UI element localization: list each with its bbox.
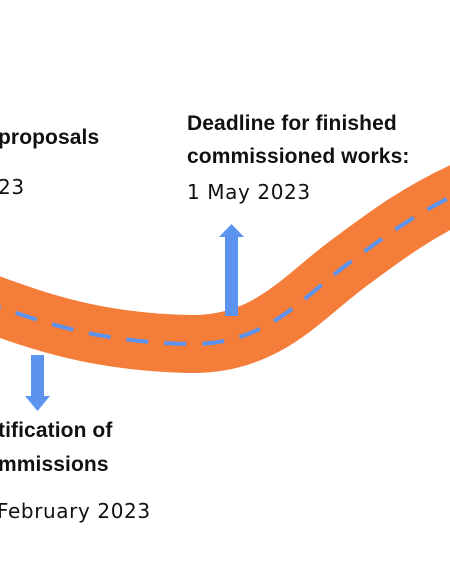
milestone-3-date: February 2023 — [0, 499, 151, 523]
milestone-1-title: proposals — [0, 126, 100, 149]
milestone-2-date: 1 May 2023 — [187, 180, 311, 204]
arrow-up-icon — [219, 224, 244, 316]
arrow-down-icon — [25, 355, 50, 411]
milestone-2-title-line2: commissioned works: — [187, 145, 410, 168]
milestone-3-title-line2: mmissions — [0, 453, 109, 476]
milestone-2-title-line1: Deadline for finished — [187, 112, 397, 135]
timeline-center-dash — [0, 195, 450, 347]
milestone-3-title-line1: tification of — [0, 419, 113, 442]
milestone-1-date: 23 — [0, 175, 25, 199]
